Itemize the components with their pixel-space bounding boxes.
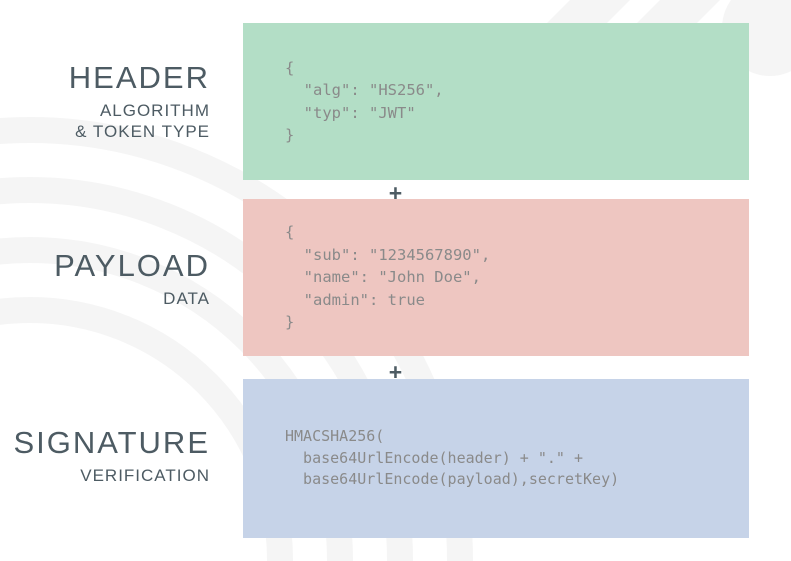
payload-title: PAYLOAD	[54, 248, 210, 283]
payload-label-group: PAYLOAD DATA	[0, 248, 210, 309]
header-subtitle-line-1: ALGORITHM	[99, 100, 210, 120]
header-subtitle-line-2: & TOKEN TYPE	[75, 121, 210, 141]
header-title: HEADER	[68, 60, 210, 95]
separator-plus-header-payload: +	[388, 180, 403, 206]
signature-subtitle-line-1: VERIFICATION	[80, 465, 210, 485]
signature-title: SIGNATURE	[13, 425, 210, 460]
payload-subtitle: DATA	[0, 288, 210, 309]
signature-subtitle: VERIFICATION	[0, 465, 210, 486]
payload-subtitle-line-1: DATA	[163, 288, 210, 308]
header-code-panel: { "alg": "HS256", "typ": "JWT" }	[243, 23, 749, 180]
header-subtitle: ALGORITHM & TOKEN TYPE	[0, 100, 210, 143]
signature-label-group: SIGNATURE VERIFICATION	[0, 425, 210, 486]
payload-code-panel: { "sub": "1234567890", "name": "John Doe…	[243, 199, 749, 356]
signature-code-block: HMACSHA256( base64UrlEncode(header) + ".…	[285, 426, 620, 489]
separator-plus-payload-signature: +	[388, 359, 403, 385]
payload-code-block: { "sub": "1234567890", "name": "John Doe…	[285, 223, 491, 332]
header-label-group: HEADER ALGORITHM & TOKEN TYPE	[0, 60, 210, 143]
signature-code-panel: HMACSHA256( base64UrlEncode(header) + ".…	[243, 379, 749, 538]
header-code-block: { "alg": "HS256", "typ": "JWT" }	[285, 58, 444, 144]
